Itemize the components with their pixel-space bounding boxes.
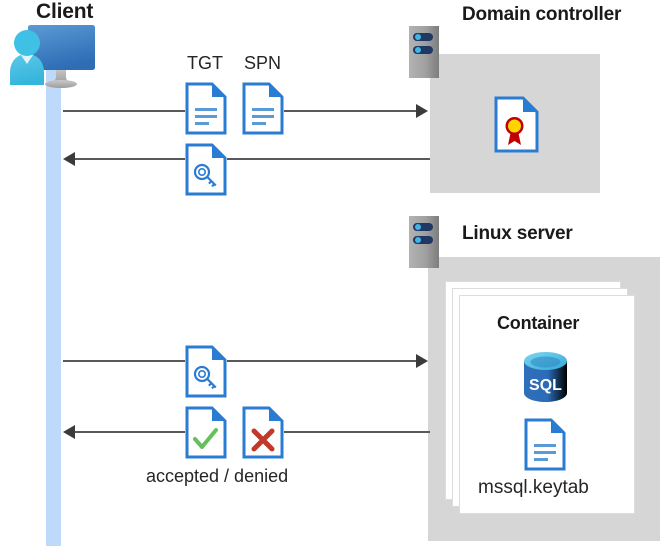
- arrow-line-ticket-right: [227, 158, 430, 160]
- client-title: Client: [36, 0, 94, 23]
- tgt-label: TGT: [187, 53, 223, 73]
- svg-text:SQL: SQL: [529, 377, 562, 394]
- container-title: Container: [497, 313, 580, 333]
- linux-server-rack-icon: [409, 216, 439, 268]
- arrow-line-ticket-left: [75, 158, 185, 160]
- domain-controller-title: Domain controller: [462, 4, 622, 25]
- arrow-line-result-left: [75, 431, 185, 433]
- certificate-document-icon: [494, 96, 539, 153]
- spn-label: SPN: [244, 53, 282, 73]
- arrow-line-request-right: [284, 110, 417, 112]
- accepted-document-icon: [185, 406, 227, 459]
- arrow-head-to-domain-controller: [416, 104, 428, 118]
- arrow-line-present-left: [63, 360, 185, 362]
- present-key-document-icon: [185, 345, 227, 398]
- linux-server-title: Linux server: [462, 223, 573, 244]
- arrow-head-to-client-ticket: [63, 152, 75, 166]
- client-pc-user-icon: [8, 24, 114, 90]
- denied-document-icon: [242, 406, 284, 459]
- accepted-denied-label: accepted / denied: [146, 466, 289, 486]
- keytab-document-icon: [524, 418, 566, 471]
- domain-controller-server-rack-icon: [409, 26, 439, 78]
- arrow-head-to-linux-server: [416, 354, 428, 368]
- spn-document-icon: [242, 82, 284, 135]
- container-card-front: [459, 295, 635, 514]
- arrow-line-result-right: [284, 431, 430, 433]
- arrow-line-request-left: [63, 110, 185, 112]
- arrow-line-present-right: [227, 360, 417, 362]
- arrow-head-to-client-result: [63, 425, 75, 439]
- sql-database-icon: SQL: [522, 350, 569, 404]
- tgt-document-icon: [185, 82, 227, 135]
- ticket-key-document-icon: [185, 143, 227, 196]
- keytab-filename-label: mssql.keytab: [478, 477, 589, 498]
- client-lifeline: [46, 62, 61, 546]
